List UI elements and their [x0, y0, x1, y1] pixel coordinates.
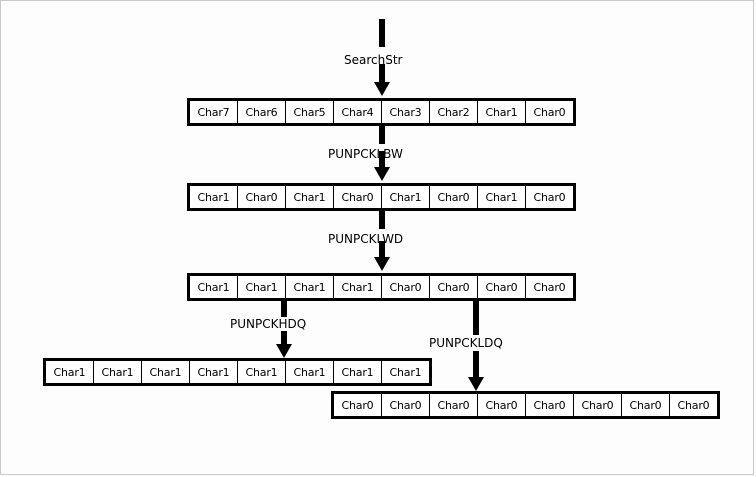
- register-cell: Char0: [526, 186, 573, 208]
- label-punpckldq: PUNPCKLDQ: [429, 336, 503, 350]
- register-cell: Char0: [526, 276, 573, 298]
- register-cell: Char0: [574, 394, 622, 416]
- punpcklwd-arrow-head: [372, 241, 392, 271]
- searchstr-input-arrow-stem: [379, 19, 385, 47]
- register-cell: Char1: [142, 361, 190, 383]
- register-cell: Char1: [190, 361, 238, 383]
- register-cell: Char3: [382, 101, 430, 123]
- punpckhdq-arrow-head: [274, 331, 294, 358]
- register-cell: Char0: [670, 394, 717, 416]
- label-searchstr: SearchStr: [344, 53, 403, 67]
- register-cell: Char0: [334, 186, 382, 208]
- register-cell: Char1: [382, 186, 430, 208]
- searchstr-input-arrow-head: [372, 64, 392, 96]
- register-cell: Char1: [334, 276, 382, 298]
- register-cell: Char0: [526, 101, 573, 123]
- register-cell: Char0: [430, 186, 478, 208]
- register-cell: Char1: [190, 276, 238, 298]
- register-cell: Char1: [382, 361, 429, 383]
- register-cell: Char0: [526, 394, 574, 416]
- register-cell: Char0: [382, 394, 430, 416]
- punpckldq-arrow-stem: [473, 301, 479, 335]
- register-cell: Char2: [430, 101, 478, 123]
- punpckhdq-arrow-stem: [281, 301, 287, 317]
- register-cell: Char0: [478, 276, 526, 298]
- register-cell: Char0: [430, 394, 478, 416]
- register-cell: Char1: [286, 361, 334, 383]
- register-cell: Char1: [190, 186, 238, 208]
- register-cell: Char0: [334, 394, 382, 416]
- register-cell: Char0: [238, 186, 286, 208]
- punpcklbw-arrow-stem: [379, 126, 385, 144]
- register-cell: Char0: [622, 394, 670, 416]
- label-punpcklbw: PUNPCKLBW: [328, 147, 403, 161]
- register-cell: Char5: [286, 101, 334, 123]
- register-cell: Char1: [478, 101, 526, 123]
- register-cell: Char4: [334, 101, 382, 123]
- register-cell: Char1: [46, 361, 94, 383]
- punpckldq-arrow-head: [466, 351, 486, 391]
- label-punpckhdq: PUNPCKHDQ: [230, 317, 307, 331]
- punpcklwd-arrow-stem: [379, 211, 385, 229]
- register-cell: Char0: [382, 276, 430, 298]
- register-cell: Char6: [238, 101, 286, 123]
- register-cell: Char0: [478, 394, 526, 416]
- label-punpcklwd: PUNPCKLWD: [328, 232, 404, 246]
- punpcklbw-arrow-head: [372, 151, 392, 181]
- register-cell: Char0: [430, 276, 478, 298]
- register-cell: Char1: [478, 186, 526, 208]
- register-cell: Char1: [94, 361, 142, 383]
- register-cell: Char1: [286, 276, 334, 298]
- register-cell: Char1: [238, 361, 286, 383]
- register-cell: Char1: [334, 361, 382, 383]
- register-cell: Char1: [286, 186, 334, 208]
- register-cell: Char7: [190, 101, 238, 123]
- register-cell: Char1: [238, 276, 286, 298]
